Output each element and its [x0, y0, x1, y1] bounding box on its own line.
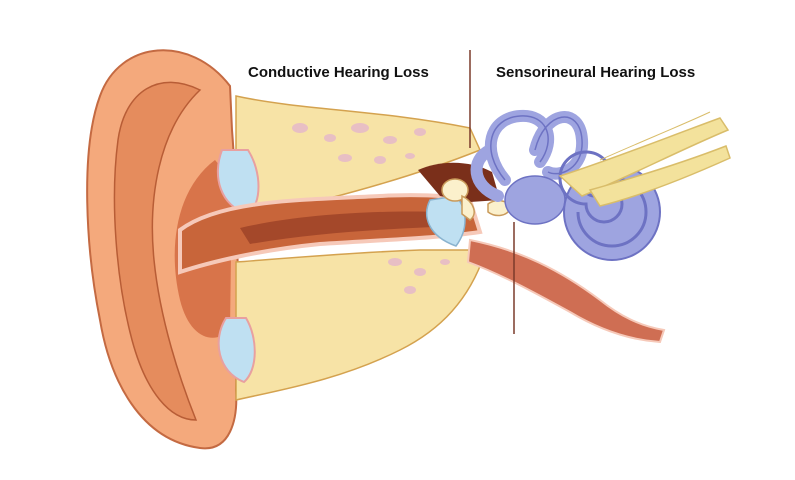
bone-texture — [292, 123, 450, 294]
conductive-hearing-loss-label: Conductive Hearing Loss — [248, 64, 429, 81]
cartilage-lower — [217, 317, 256, 384]
helix-fold — [113, 81, 202, 421]
auditory-nerve — [558, 111, 731, 207]
semicircular-canals-outline — [490, 115, 583, 181]
ossicles — [441, 178, 511, 221]
eustachian-tube — [466, 238, 666, 344]
temporal-bone-lower — [235, 249, 488, 401]
ear-canal-deep — [240, 211, 462, 244]
vestibule — [504, 175, 566, 225]
sensorineural-hearing-loss-label: Sensorineural Hearing Loss — [496, 64, 696, 81]
